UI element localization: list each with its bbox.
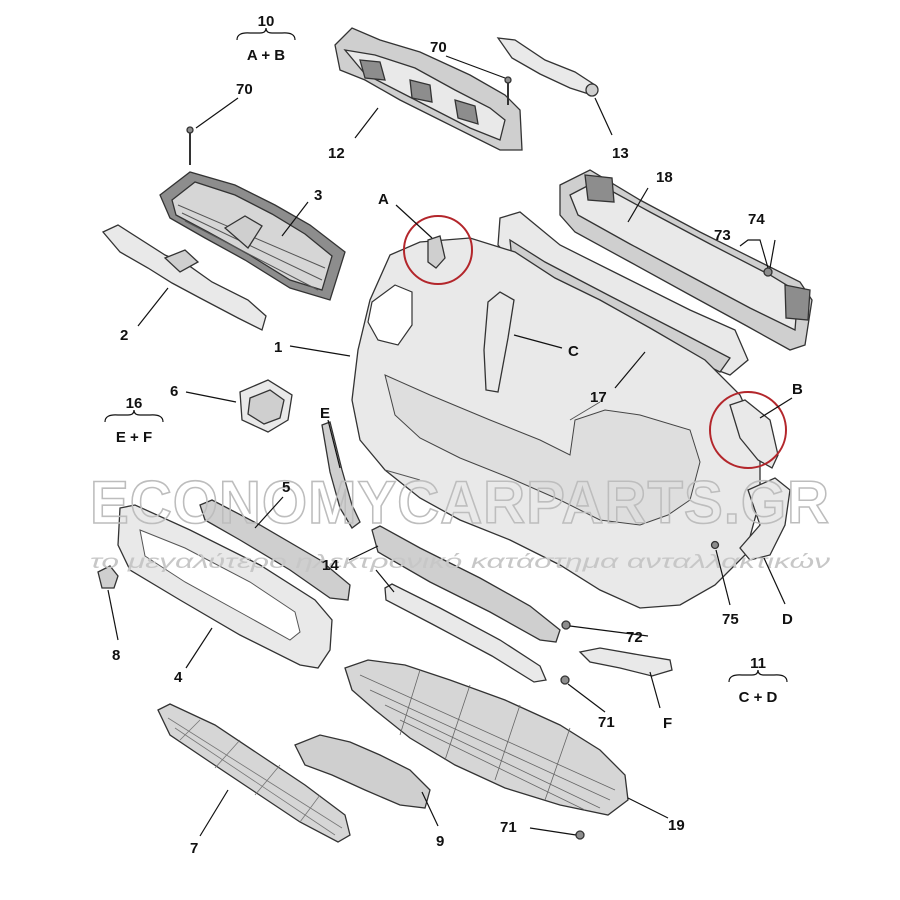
part-3-upper-grille [159, 171, 346, 301]
part-71-fastener-mid [560, 675, 570, 685]
label-14: 14 [322, 557, 339, 574]
label-D: D [782, 611, 793, 628]
label-B: B [792, 381, 803, 398]
label-8: 8 [112, 647, 120, 664]
part-18-beam [559, 169, 813, 351]
label-73: 73 [714, 227, 731, 244]
part-72-fastener [561, 620, 571, 630]
kit-11-parts: C + D [739, 689, 778, 706]
part-70-bolt-top [504, 76, 512, 105]
label-F: F [663, 715, 672, 732]
part-1-bumper-cover [351, 237, 761, 609]
part-6-insert [239, 379, 293, 433]
label-17: 17 [590, 389, 607, 406]
label-4: 4 [174, 669, 183, 686]
label-E: E [320, 405, 330, 422]
part-14-strip [371, 525, 561, 683]
label-6: 6 [170, 383, 178, 400]
label-13: 13 [612, 145, 629, 162]
kit-16-number: 16 [126, 395, 143, 412]
part-19-undertray [344, 659, 629, 816]
label-71-mid: 71 [598, 714, 615, 731]
label-3: 3 [314, 187, 322, 204]
part-9-lower-bracket [294, 734, 431, 809]
part-B-bracket [729, 399, 779, 469]
leader-lines [107, 55, 793, 837]
highlight-circle-B [709, 391, 787, 469]
label-70-top: 70 [430, 39, 447, 56]
label-74: 74 [748, 211, 765, 228]
part-17-absorber [497, 211, 749, 376]
part-5-trim [199, 499, 351, 601]
label-C: C [568, 343, 579, 360]
part-71-fastener-bottom [575, 830, 585, 840]
label-12: 12 [328, 145, 345, 162]
label-71-bottom: 71 [500, 819, 517, 836]
part-labels: 70 70 12 13 3 18 74 73 A 2 1 C 17 B 6 E … [112, 39, 803, 857]
part-F-fog-trim [578, 647, 673, 677]
kit-11-number: 11 [750, 655, 766, 672]
kit-10-group: 10 A + B [236, 13, 296, 64]
part-13-side-bracket [496, 37, 599, 97]
label-70-left: 70 [236, 81, 253, 98]
label-72: 72 [626, 629, 643, 646]
kit-10-number: 10 [258, 13, 275, 30]
label-75: 75 [722, 611, 739, 628]
kit-10-parts: A + B [247, 47, 285, 64]
part-4-grille-frame [117, 504, 333, 669]
watermark-brand: ECONOMYCARPARTS.GR [90, 469, 830, 536]
part-8-cap [97, 565, 119, 589]
label-1: 1 [274, 339, 282, 356]
label-2: 2 [120, 327, 128, 344]
label-5: 5 [282, 479, 290, 496]
kit-10-brace [236, 27, 296, 41]
part-C-guide [483, 291, 515, 393]
kit-16-brace [104, 409, 164, 423]
label-A: A [378, 191, 389, 208]
part-A-clip [427, 235, 446, 269]
kit-11-brace [728, 669, 788, 683]
part-73-74-clip [763, 267, 773, 277]
part-E-trim [321, 421, 361, 529]
part-75-fastener [710, 540, 720, 550]
label-9: 9 [436, 833, 444, 850]
kit-16-parts: E + F [116, 429, 152, 446]
part-70-bolt-left [186, 126, 194, 165]
watermark-tagline: το μεγαλύτερο ηλεκτρονικό κατάστημα αντα… [90, 552, 831, 573]
highlight-circle-A [403, 215, 473, 285]
part-7-lower-mesh [157, 703, 351, 843]
kit-16-group: 16 E + F [104, 395, 164, 446]
part-D-fog-surround [739, 477, 791, 561]
label-19: 19 [668, 817, 685, 834]
label-7: 7 [190, 840, 198, 857]
kit-11-group: 11 C + D [728, 655, 788, 706]
part-2-chrome-trim [101, 224, 267, 331]
part-12-upper-carrier [334, 27, 523, 151]
label-18: 18 [656, 169, 673, 186]
